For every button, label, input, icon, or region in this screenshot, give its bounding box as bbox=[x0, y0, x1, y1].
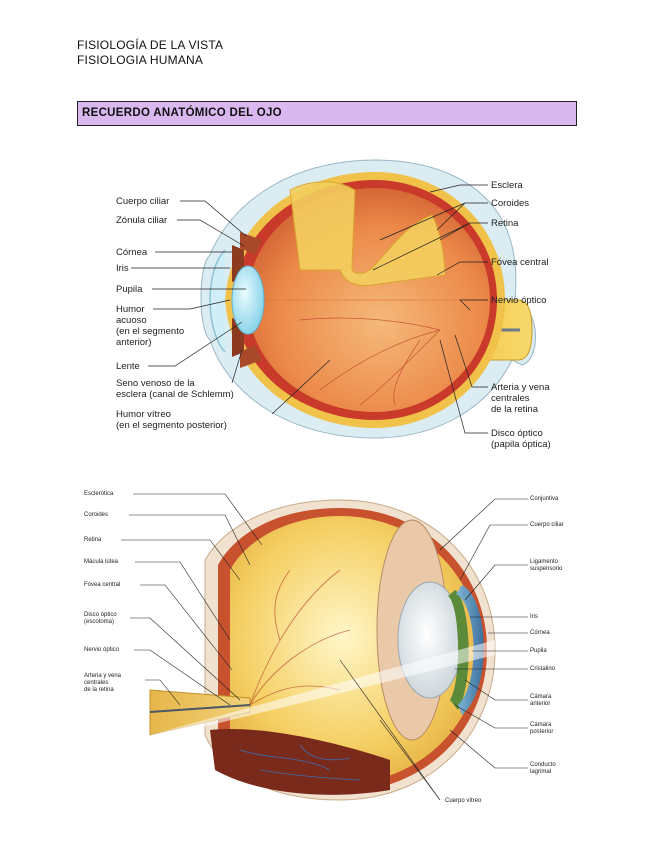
label2-choroid: Coroides bbox=[84, 512, 108, 519]
label2-optic-disc: Disco óptico (escotoma) bbox=[84, 612, 117, 626]
label2-ciliary-body: Cuerpo ciliar bbox=[530, 522, 564, 529]
label2-duct-line-2: lagrimal bbox=[530, 769, 556, 776]
label2-optic-nerve: Nervio óptico bbox=[84, 647, 119, 654]
label2-disc-line-2: (escotoma) bbox=[84, 619, 117, 626]
label2-artery-line-1: Arteria y vena bbox=[84, 673, 121, 680]
label2-posterior-chamber: Cámara posterior bbox=[530, 722, 553, 736]
label2-pupil: Pupila bbox=[530, 648, 547, 655]
label2-anterior-line-2: anterior bbox=[530, 701, 551, 708]
label2-disc-line-1: Disco óptico bbox=[84, 612, 117, 619]
label2-vitreous-body: Cuerpo vítreo bbox=[445, 798, 481, 805]
label2-sclera: Esclerótica bbox=[84, 491, 113, 498]
label2-anterior-line-1: Cámara bbox=[530, 694, 551, 701]
label2-suspensory-ligament: Ligamento suspensorio bbox=[530, 559, 562, 573]
label2-ligament-line-2: suspensorio bbox=[530, 566, 562, 573]
label2-ligament-line-1: Ligamento bbox=[530, 559, 562, 566]
label2-macula: Mácula lútea bbox=[84, 559, 118, 566]
label2-anterior-chamber: Cámara anterior bbox=[530, 694, 551, 708]
label2-crystalline-lens: Cristalino bbox=[530, 666, 555, 673]
label2-artery-vein: Arteria y vena centrales de la retina bbox=[84, 673, 121, 694]
label2-retina: Retina bbox=[84, 537, 101, 544]
label2-posterior-line-1: Cámara bbox=[530, 722, 553, 729]
label2-lacrimal-duct: Conducto lagrimal bbox=[530, 762, 556, 776]
label2-artery-line-3: de la retina bbox=[84, 687, 121, 694]
label2-artery-line-2: centrales bbox=[84, 680, 121, 687]
label2-cornea: Córnea bbox=[530, 630, 550, 637]
label2-duct-line-1: Conducto bbox=[530, 762, 556, 769]
label2-posterior-line-2: posterior bbox=[530, 729, 553, 736]
label2-fovea: Fóvea central bbox=[84, 582, 120, 589]
label2-conjunctiva: Conjuntiva bbox=[530, 496, 558, 503]
label2-iris: Iris bbox=[530, 614, 538, 621]
